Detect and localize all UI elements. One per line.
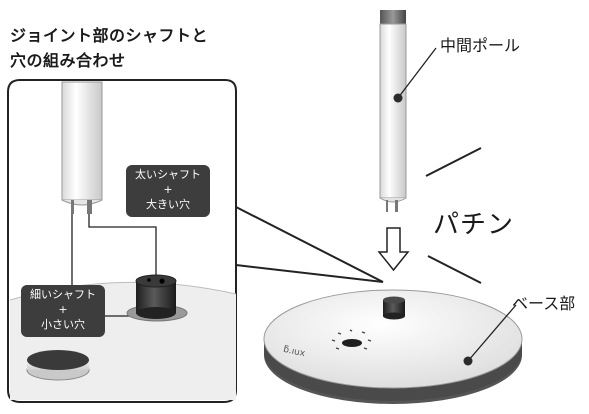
title-line-1: ジョイント部のシャフトと [10, 26, 209, 45]
pole-leader-line [397, 47, 437, 99]
title-line-2: 穴の組み合わせ [10, 51, 126, 70]
impact-line-lower [427, 255, 482, 284]
connector-line-top [235, 206, 384, 283]
thick-shaft-text: 太いシャフト [135, 168, 201, 181]
inset-puck [27, 350, 89, 370]
middle-pole-cap [380, 10, 406, 24]
connector-line-bottom [235, 264, 384, 283]
pole-marker-dot [393, 93, 403, 103]
thin-shaft-text: 細いシャフト [30, 288, 96, 301]
impact-line-upper [425, 147, 482, 177]
large-hole-text: 大きい穴 [146, 198, 190, 211]
control-dial [342, 339, 362, 347]
small-hole-text: 小さい穴 [41, 318, 85, 331]
middle-pole [379, 23, 407, 199]
base-top [263, 289, 523, 389]
inset-thin-pin [71, 200, 74, 214]
click-sound-label: パチン [433, 210, 515, 240]
guide-line-thick [88, 214, 157, 276]
inset-shaft [61, 81, 103, 201]
thin-shaft-label-box: 細いシャフト + 小さい穴 [21, 285, 105, 337]
base-marker-dot [463, 356, 473, 366]
plus-sign: + [163, 183, 173, 196]
small-hole [147, 278, 151, 282]
middle-pole-label: 中間ポール [440, 36, 521, 55]
thick-shaft-label-box: 太いシャフト + 大きい穴 [126, 165, 210, 217]
base-leader-line [467, 304, 517, 362]
large-hole [159, 278, 165, 284]
inset-thick-pin [87, 200, 92, 214]
dial-ticks [331, 329, 372, 350]
base-knob [383, 300, 405, 316]
down-arrow-icon [377, 227, 410, 272]
plus-sign: + [58, 303, 68, 316]
base-label: ベース部 [512, 294, 576, 313]
